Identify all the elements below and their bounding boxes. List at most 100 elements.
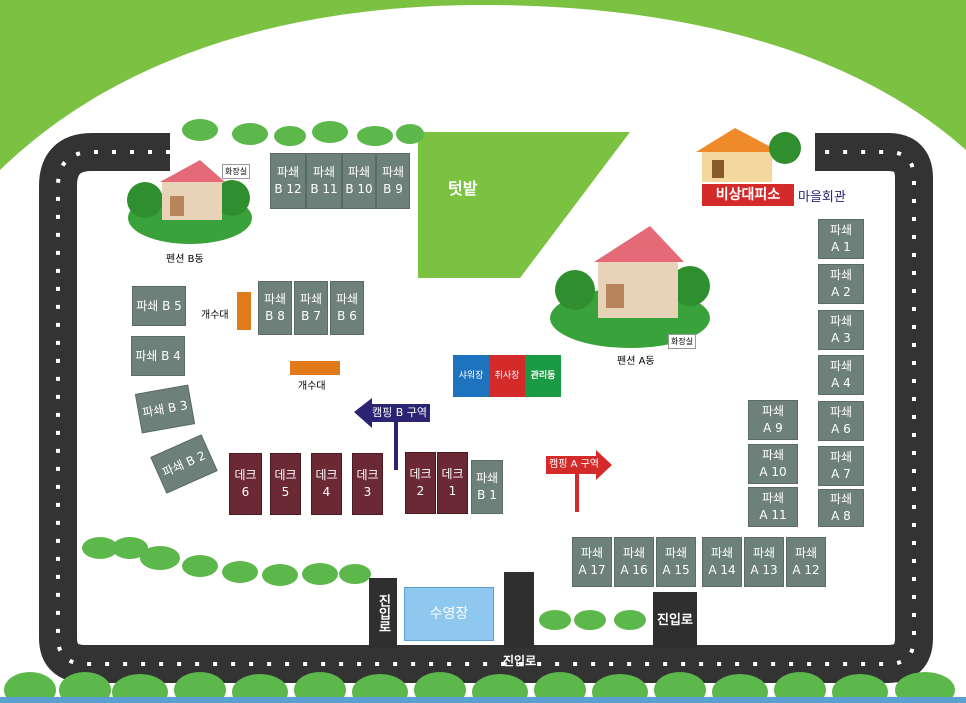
site-a6-line2: A 6	[831, 422, 851, 436]
entrance-right-label: 진입로	[657, 612, 693, 628]
mid-hedge	[82, 537, 646, 630]
deck-3[interactable]: 데크 3	[352, 453, 383, 515]
deck-3-line2: 3	[363, 485, 372, 499]
site-b5[interactable]: 파쇄 B 5	[132, 286, 186, 326]
site-a4-line1: 파쇄	[829, 359, 853, 373]
deck-4-line2: 4	[322, 485, 331, 499]
site-b10[interactable]: 파쇄 B 10	[342, 153, 376, 209]
deck-6-line2: 6	[241, 485, 250, 499]
site-b12-line1: 파쇄	[276, 165, 300, 179]
camping-b-arrow	[354, 398, 430, 428]
pension-a-label: 펜션 A동	[617, 356, 655, 367]
deck-2-line2: 2	[416, 484, 425, 498]
deck-1-line1: 데크	[441, 467, 464, 481]
field-label: 텃밭	[448, 179, 478, 198]
road-dashes	[56, 150, 916, 666]
deck-6-line1: 데크	[234, 468, 257, 482]
deck-5-line1: 데크	[274, 468, 297, 482]
site-a17-line1: 파쇄	[580, 546, 604, 560]
swimming-pool[interactable]: 수영장	[404, 587, 494, 641]
deck-3-line1: 데크	[356, 468, 379, 482]
entrance-center[interactable]	[504, 572, 534, 648]
deck-6[interactable]: 데크 6	[229, 453, 262, 515]
pension-a-house	[550, 226, 710, 348]
site-a9-line1: 파쇄	[761, 404, 785, 418]
site-a10-line2: A 10	[759, 465, 787, 479]
deck-4[interactable]: 데크 4	[311, 453, 342, 515]
site-a16-line2: A 16	[620, 563, 648, 577]
cooking-facility[interactable]: 취사장	[489, 355, 525, 397]
field-area	[418, 132, 630, 278]
village-hall-label: 마을회관	[798, 190, 846, 205]
site-b10-line1: 파쇄	[347, 165, 371, 179]
site-b2-label: 파쇄 B 2	[160, 447, 208, 480]
entrance-left[interactable]: 진입로	[369, 578, 397, 648]
site-a4[interactable]: 파쇄 A 4	[818, 355, 864, 395]
site-a14-line1: 파쇄	[710, 546, 734, 560]
site-a3-line1: 파쇄	[829, 314, 853, 328]
office-facility[interactable]: 관리동	[525, 355, 561, 397]
site-a7-line1: 파쇄	[829, 450, 853, 464]
site-a4-line2: A 4	[831, 376, 851, 390]
site-a8-line1: 파쇄	[829, 492, 853, 506]
site-a16[interactable]: 파쇄 A 16	[614, 537, 654, 587]
site-b10-line2: B 10	[345, 182, 373, 196]
site-b3-label: 파쇄 B 3	[141, 397, 189, 420]
site-a12-line2: A 12	[792, 563, 820, 577]
site-b4-label: 파쇄 B 4	[135, 348, 181, 363]
site-a13-line1: 파쇄	[752, 546, 776, 560]
site-a2-line1: 파쇄	[829, 268, 853, 282]
site-a2[interactable]: 파쇄 A 2	[818, 264, 864, 304]
site-a1-line2: A 1	[831, 240, 851, 254]
site-a12-line1: 파쇄	[794, 546, 818, 560]
entrance-right[interactable]: 진입로	[653, 592, 697, 648]
site-b7-line2: B 7	[301, 309, 321, 323]
site-a7-line2: A 7	[831, 467, 851, 481]
deck-2-line1: 데크	[409, 467, 432, 481]
site-a12[interactable]: 파쇄 A 12	[786, 537, 826, 587]
site-a2-line2: A 2	[831, 285, 851, 299]
site-b9-line1: 파쇄	[381, 165, 405, 179]
site-b4[interactable]: 파쇄 B 4	[131, 336, 185, 376]
site-b11[interactable]: 파쇄 B 11	[306, 153, 342, 209]
site-a15-line1: 파쇄	[664, 546, 688, 560]
deck-5[interactable]: 데크 5	[270, 453, 301, 515]
camping-b-zone-label: 캠핑 B 구역	[372, 406, 428, 419]
deck-5-line2: 5	[281, 485, 290, 499]
top-hedge	[182, 119, 424, 146]
site-b12-line2: B 12	[274, 182, 302, 196]
site-a15-line2: A 15	[662, 563, 690, 577]
site-b7-line1: 파쇄	[299, 292, 323, 306]
site-a13-line2: A 13	[750, 563, 778, 577]
deck-2[interactable]: 데크 2	[405, 452, 436, 514]
site-a7[interactable]: 파쇄 A 7	[818, 446, 864, 486]
deck-4-line1: 데크	[315, 468, 338, 482]
shower-facility[interactable]: 샤워장	[453, 355, 489, 397]
restroom-b-label: 화장실	[222, 164, 251, 179]
camping-a-arrow	[546, 450, 612, 480]
water-station-label-2: 개수대	[298, 381, 326, 392]
site-b7[interactable]: 파쇄 B 7	[294, 281, 328, 335]
site-b11-line2: B 11	[310, 182, 338, 196]
site-b11-line1: 파쇄	[312, 165, 336, 179]
site-b12[interactable]: 파쇄 B 12	[270, 153, 306, 209]
site-a13[interactable]: 파쇄 A 13	[744, 537, 784, 587]
site-a16-line1: 파쇄	[622, 546, 646, 560]
site-a15[interactable]: 파쇄 A 15	[656, 537, 696, 587]
